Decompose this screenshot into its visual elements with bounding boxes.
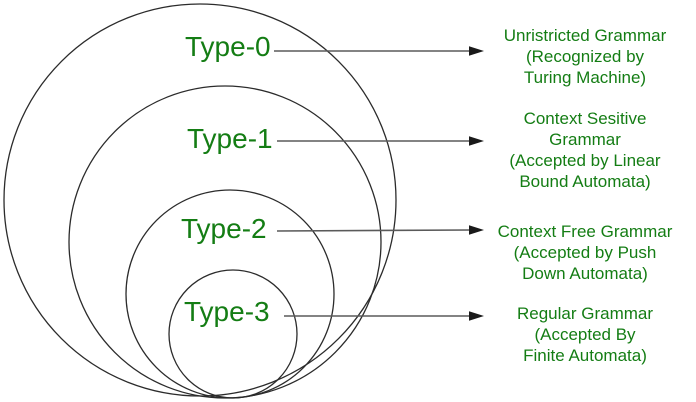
description-line: (Accepted by Linear bbox=[509, 151, 661, 170]
description-type-0: Unristricted Grammar (Recognized by Turi… bbox=[470, 25, 696, 88]
description-type-3: Regular Grammar (Accepted By Finite Auto… bbox=[470, 303, 696, 366]
description-line: (Accepted By bbox=[534, 325, 636, 344]
description-type-2: Context Free Grammar (Accepted by Push D… bbox=[470, 221, 696, 284]
label-type-0: Type-0 bbox=[185, 31, 271, 62]
circle-type-3 bbox=[168, 269, 298, 399]
label-type-3: Type-3 bbox=[184, 296, 270, 327]
arrow-type-2 bbox=[276, 225, 484, 235]
label-type-2: Type-2 bbox=[181, 213, 267, 244]
description-line: Grammar bbox=[549, 130, 621, 149]
description-line: Turing Machine) bbox=[523, 68, 647, 87]
description-line: Unristricted Grammar bbox=[503, 26, 667, 45]
description-line: Finite Automata) bbox=[523, 346, 647, 365]
circle-type-0 bbox=[3, 3, 397, 397]
description-line: Context Free Grammar bbox=[497, 222, 673, 241]
arrow-type-1 bbox=[277, 136, 484, 146]
arrow-type-0 bbox=[274, 46, 484, 56]
label-type-1: Type-1 bbox=[187, 123, 273, 154]
description-line: (Recognized by bbox=[525, 47, 645, 66]
description-line: Regular Grammar bbox=[516, 304, 654, 323]
description-type-1: Context Sesitive Grammar (Accepted by Li… bbox=[470, 108, 696, 192]
description-line: Down Automata) bbox=[522, 264, 648, 283]
description-line: (Accepted by Push bbox=[513, 243, 657, 262]
description-line: Context Sesitive bbox=[523, 109, 647, 128]
arrow-type-3 bbox=[284, 311, 484, 321]
description-line: Bound Automata) bbox=[519, 172, 651, 191]
